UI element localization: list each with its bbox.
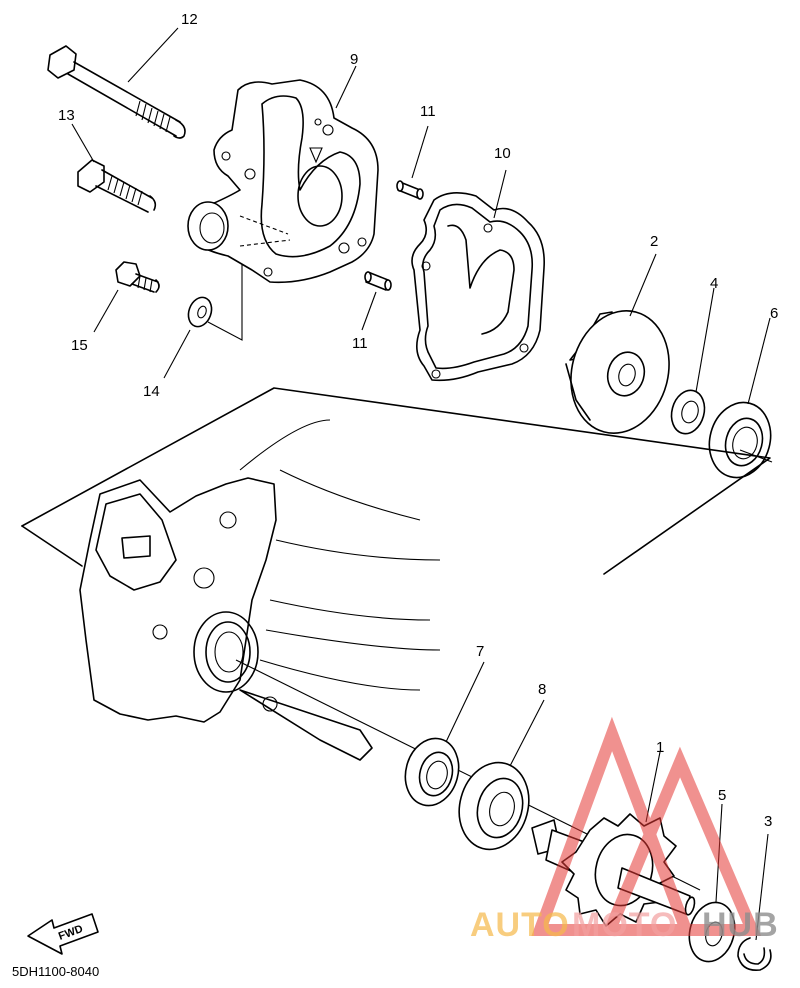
crankcase <box>79 419 441 761</box>
callout-7: 7 <box>476 643 484 660</box>
leader-14 <box>163 329 191 379</box>
callout-10: 10 <box>494 145 511 162</box>
watermark-moto: MOTO <box>572 906 677 944</box>
washer-4 <box>670 389 706 435</box>
diagram-code: 5DH1100-8040 <box>12 964 99 979</box>
pump-housing-9 <box>187 79 379 284</box>
leader-8 <box>509 699 545 767</box>
callout-11-upper: 11 <box>420 103 436 120</box>
callout-12: 12 <box>181 11 198 28</box>
callout-9: 9 <box>350 51 358 68</box>
leader-1 <box>645 751 661 823</box>
callout-1: 1 <box>656 739 664 756</box>
seal-axis-line <box>739 449 773 463</box>
bearing-8 <box>458 761 530 851</box>
oil-seal-6 <box>708 401 772 479</box>
leader-6 <box>747 317 771 405</box>
bolt-13 <box>77 159 157 213</box>
leader-2 <box>629 253 657 317</box>
fwd-arrow-icon: FWD <box>27 913 99 955</box>
callout-15: 15 <box>71 337 88 354</box>
leader-11-lower <box>361 291 377 331</box>
leader-13 <box>71 123 95 163</box>
callout-5: 5 <box>718 787 726 804</box>
callout-8: 8 <box>538 681 546 698</box>
callout-2: 2 <box>650 233 658 250</box>
leader-9 <box>335 65 357 109</box>
leader-7 <box>445 661 485 743</box>
leader-10 <box>493 169 507 219</box>
callout-13: 13 <box>58 107 75 124</box>
leader-3 <box>755 833 769 941</box>
washer-14 <box>187 296 213 328</box>
crankcase-frame <box>21 387 771 575</box>
watermark-auto: AUTO <box>470 906 570 944</box>
callout-11-lower: 11 <box>352 335 368 352</box>
watermark-hub: HUB <box>702 906 779 944</box>
oil-seal-7 <box>404 737 460 807</box>
bolt-15 <box>115 261 160 293</box>
gasket-10 <box>411 192 545 382</box>
callout-6: 6 <box>770 305 778 322</box>
watermark-logo <box>531 716 762 936</box>
callout-14: 14 <box>143 383 160 400</box>
circlip-3 <box>737 937 772 972</box>
dowel-pin-11-lower <box>364 271 392 291</box>
leader-15 <box>93 289 119 333</box>
callout-4: 4 <box>710 275 718 292</box>
callout-3: 3 <box>764 813 772 830</box>
bolt-12 <box>47 45 186 139</box>
leader-4 <box>695 287 715 393</box>
leader-12 <box>127 27 179 83</box>
leader-11-upper <box>411 125 429 179</box>
impeller-2 <box>565 310 670 434</box>
watermark-triangle-right-icon <box>601 746 762 936</box>
dowel-pin-11-upper <box>396 180 424 200</box>
